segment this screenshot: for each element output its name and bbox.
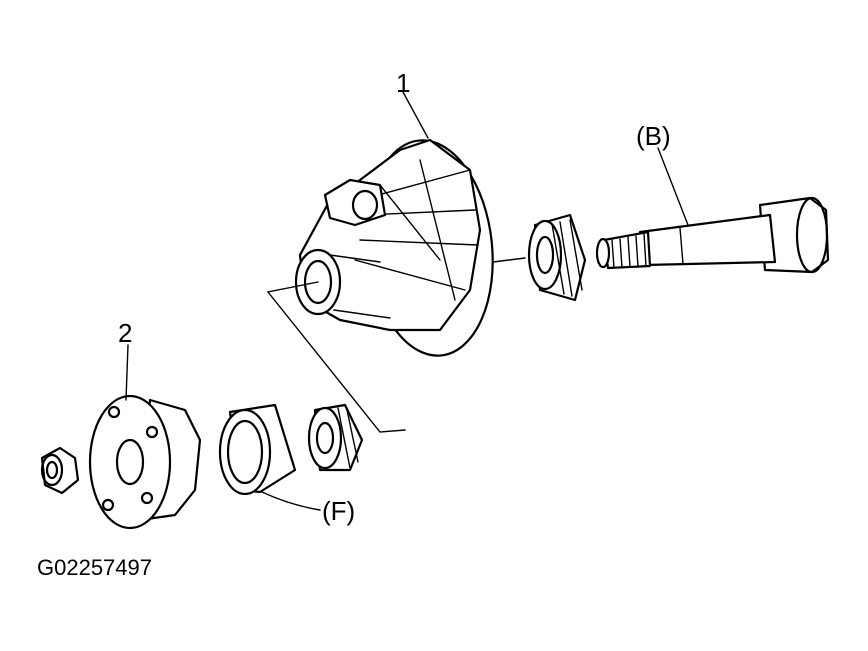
bearing-upper bbox=[527, 213, 587, 302]
label-part-1: 1 bbox=[396, 68, 410, 98]
nut bbox=[40, 446, 80, 495]
leader-2 bbox=[125, 344, 129, 401]
assembly-bracket bbox=[266, 281, 406, 433]
leader-b bbox=[657, 147, 689, 226]
shaft-b bbox=[595, 196, 830, 274]
housing-part-1 bbox=[294, 138, 494, 357]
leader-f bbox=[261, 491, 321, 511]
race-f bbox=[218, 403, 297, 496]
label-part-f: (F) bbox=[322, 496, 355, 526]
figure-code: G02257497 bbox=[37, 555, 152, 580]
housing-to-bearing-line bbox=[492, 257, 526, 263]
label-part-2: 2 bbox=[118, 318, 132, 348]
label-part-b: (B) bbox=[636, 121, 671, 151]
bearing-lower bbox=[307, 403, 364, 472]
hub-part-2 bbox=[88, 394, 202, 530]
leader-1 bbox=[402, 91, 429, 139]
